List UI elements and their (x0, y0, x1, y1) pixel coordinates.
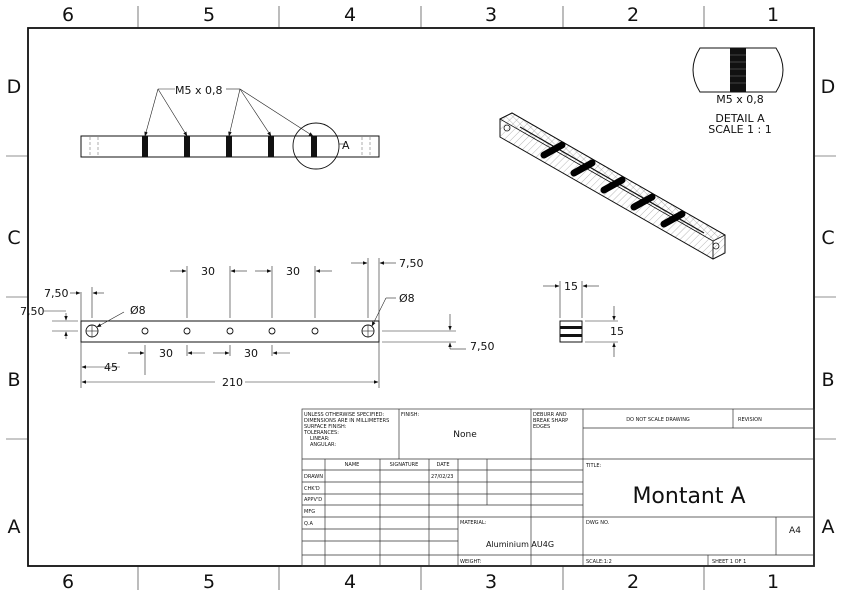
tb-note-4: TOLERANCES: (303, 430, 339, 436)
zone-col-top-2: 5 (203, 4, 215, 26)
tb-note-2: DIMENSIONS ARE IN MILLIMETERS (304, 418, 389, 424)
zone-col-bottom-2: 5 (203, 571, 215, 593)
zone-ticks (6, 6, 836, 590)
zone-col-bottom-3: 4 (344, 571, 356, 593)
iso-thread-slots (540, 141, 686, 228)
tb-note-5: LINEAR: (310, 436, 330, 442)
zone-col-bottom-6: 1 (767, 571, 779, 593)
detail-marker-label: A (342, 139, 350, 152)
tb-drawn-date: 27/02/23 (431, 474, 453, 480)
zone-col-top-6: 1 (767, 4, 779, 26)
zone-col-bottom-5: 2 (627, 571, 639, 593)
tb-note-3: SURFACE FINISH: (304, 424, 347, 430)
section-view: 15 15 (543, 280, 624, 357)
detail-a-view: M5 x 0,8 DETAIL A SCALE 1 : 1 (692, 47, 784, 136)
zone-row-right-d: D (821, 76, 836, 98)
detail-circle (292, 122, 340, 170)
tb-deburr-1: DEBURR AND (533, 412, 567, 418)
tb-row-mfg: MFG (304, 509, 315, 515)
tb-deburr-2: BREAK SHARP (533, 418, 568, 424)
dim-overall-length: 210 (222, 376, 243, 389)
tb-sheet: SHEET 1 OF 1 (712, 559, 746, 565)
dim-pitch-top-a: 30 (201, 265, 215, 278)
tb-note-6: ANGULAR: (310, 442, 336, 448)
tb-title-value: Montant A (632, 484, 745, 509)
zone-col-top-4: 3 (485, 4, 497, 26)
zone-row-right-b: B (821, 369, 834, 391)
tb-finish-label: FINISH: (401, 412, 419, 418)
tb-row-chkd: CHK'D (304, 486, 320, 492)
zone-col-top-3: 4 (344, 4, 356, 26)
tb-title-label: TITLE: (585, 463, 602, 469)
tb-col-date: DATE (436, 462, 449, 468)
zone-row-left-c: C (7, 227, 20, 249)
tb-material-label: MATERIAL: (460, 520, 487, 526)
tb-col-signature: SIGNATURE (390, 462, 419, 468)
tb-row-drawn: DRAWN (304, 474, 323, 480)
tb-deburr-3: EDGES (533, 424, 550, 430)
tb-size: A4 (789, 526, 801, 536)
zone-col-bottom-1: 6 (62, 571, 74, 593)
dim-section-width: 15 (564, 280, 578, 293)
zone-row-left-b: B (7, 369, 20, 391)
tb-scale: SCALE:1:2 (586, 559, 612, 565)
detail-thread-label: M5 x 0,8 (716, 93, 764, 106)
tb-dont-scale: DO NOT SCALE DRAWING (626, 417, 690, 423)
dim-edge-y: 7,50 (20, 305, 45, 318)
tb-col-name: NAME (345, 462, 360, 468)
zone-row-right-a: A (822, 516, 835, 538)
front-view: A M5 x 0,8 (80, 84, 380, 170)
top-view: 7,50 7,50 Ø8 30 30 30 30 45 210 7,50 Ø8 … (20, 257, 495, 389)
threaded-holes (142, 136, 317, 157)
thread-callout-label: M5 x 0,8 (175, 84, 223, 97)
title-block: UNLESS OTHERWISE SPECIFIED: DIMENSIONS A… (301, 408, 815, 567)
zone-row-left-d: D (7, 76, 22, 98)
tb-row-qa: Q.A (304, 521, 314, 527)
dim-pitch-top-b: 30 (286, 265, 300, 278)
dim-hole-dia-right: Ø8 (399, 292, 415, 305)
zone-col-top-5: 2 (627, 4, 639, 26)
tb-material-value: Aluminium AU4G (486, 540, 554, 549)
tb-row-appvd: APPV'D (304, 497, 322, 503)
tapped-holes-top (141, 327, 319, 335)
dim-right-edge-y: 7,50 (470, 340, 495, 353)
dim-pitch-bot-a: 30 (159, 347, 173, 360)
tb-revision-label: REVISION (738, 417, 762, 423)
tb-note-1: UNLESS OTHERWISE SPECIFIED: (304, 412, 384, 418)
dim-first-offset: 45 (104, 361, 118, 374)
dim-pitch-bot-b: 30 (244, 347, 258, 360)
dim-hole-dia-left: Ø8 (130, 304, 146, 317)
detail-scale: SCALE 1 : 1 (708, 123, 771, 136)
zone-row-right-c: C (821, 227, 834, 249)
zone-row-left-a: A (8, 516, 21, 538)
tb-dwg-no-label: DWG NO. (586, 520, 610, 526)
zone-col-bottom-4: 3 (485, 571, 497, 593)
dim-section-height: 15 (610, 325, 624, 338)
isometric-view (499, 112, 726, 260)
tb-weight-label: WEIGHT: (460, 559, 482, 565)
dim-right-edge-x: 7,50 (399, 257, 424, 270)
dim-edge-x: 7,50 (44, 287, 69, 300)
tb-finish-value: None (453, 430, 477, 440)
detail-title: DETAIL A (715, 112, 765, 125)
zone-col-top-1: 6 (62, 4, 74, 26)
